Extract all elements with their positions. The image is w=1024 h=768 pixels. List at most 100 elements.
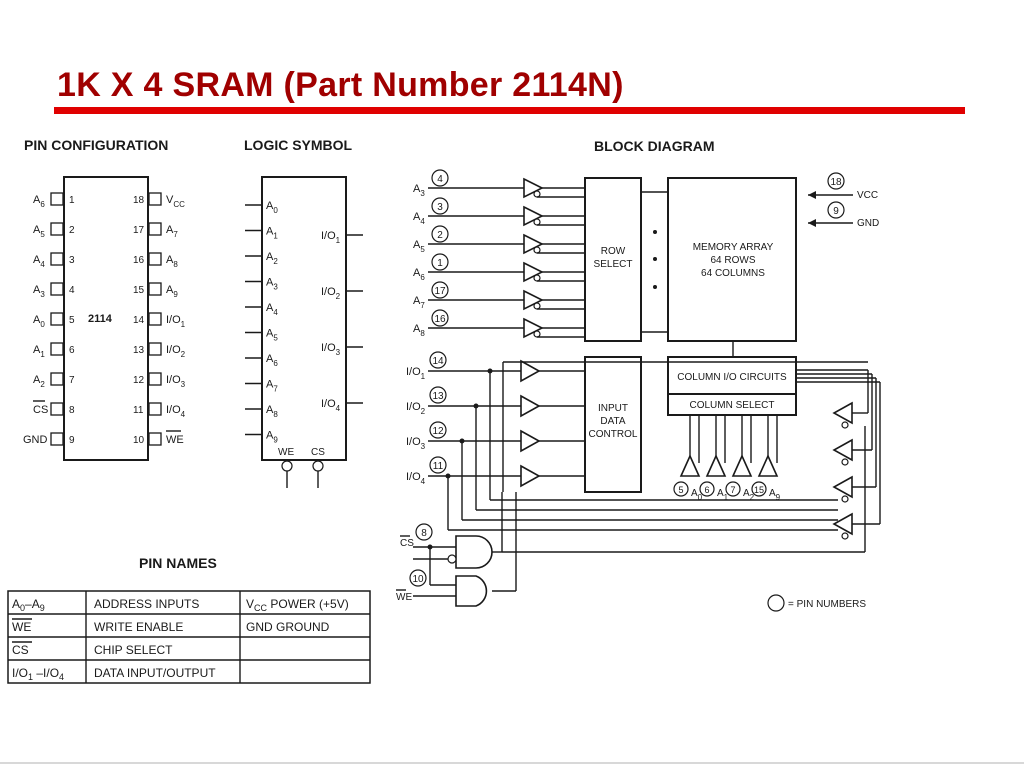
svg-text:14: 14 <box>432 356 444 367</box>
logic-symbol-outputs: I/O1I/O2I/O3I/O4 <box>321 230 363 413</box>
logic-input-A2: A2 <box>245 251 278 266</box>
svg-text:A4: A4 <box>33 254 45 269</box>
svg-text:INPUT: INPUT <box>598 403 628 414</box>
svg-text:WRITE ENABLE: WRITE ENABLE <box>94 620 183 634</box>
svg-text:CS: CS <box>400 538 414 549</box>
svg-text:4: 4 <box>437 174 443 185</box>
svg-text:CONTROL: CONTROL <box>589 429 638 440</box>
svg-text:CHIP SELECT: CHIP SELECT <box>94 643 173 657</box>
svg-text:A6: A6 <box>413 267 425 282</box>
svg-text:18: 18 <box>830 177 842 188</box>
svg-text:A2: A2 <box>266 251 278 266</box>
svg-text:MEMORY ARRAY: MEMORY ARRAY <box>693 242 774 253</box>
svg-text:64 ROWS: 64 ROWS <box>710 255 755 266</box>
svg-text:16: 16 <box>434 314 446 325</box>
svg-text:15: 15 <box>133 285 145 296</box>
address-buffer-A5: A52 <box>413 225 585 255</box>
svg-text:1: 1 <box>69 195 75 206</box>
svg-text:A4: A4 <box>413 211 425 226</box>
svg-text:A7: A7 <box>166 224 178 239</box>
svg-text:2: 2 <box>437 230 443 241</box>
io-buffer-1: I/O1 14 <box>406 351 838 501</box>
pin-number-legend: = PIN NUMBERS <box>788 599 866 610</box>
svg-text:8: 8 <box>69 405 75 416</box>
column-io-block <box>667 356 797 416</box>
address-buffer-A3: A3 4 <box>413 169 585 199</box>
svg-text:9: 9 <box>833 206 839 217</box>
svg-text:11: 11 <box>133 405 144 416</box>
title-underline <box>54 107 965 114</box>
svg-text:17: 17 <box>434 286 446 297</box>
logic-input-A4: A4 <box>245 302 278 317</box>
bottom-rule <box>0 762 1024 764</box>
logic-symbol-box <box>261 176 347 461</box>
svg-text:5: 5 <box>678 485 683 495</box>
logic-we-label: WE <box>278 447 294 458</box>
control-logic: 8 CS 10 WE <box>396 492 517 607</box>
svg-text:6: 6 <box>704 485 709 495</box>
pin-left-8: CS 8 <box>33 400 75 416</box>
output-buffer-1 <box>796 369 869 429</box>
we-and-gate <box>455 575 488 607</box>
svg-text:A5: A5 <box>33 224 45 239</box>
svg-text:A3: A3 <box>33 284 45 299</box>
chip-label: 2114 <box>88 313 113 325</box>
svg-text:A1: A1 <box>33 344 45 359</box>
svg-text:3: 3 <box>437 202 443 213</box>
logic-input-A6: A6 <box>245 353 278 368</box>
logic-output-I/O1: I/O1 <box>321 230 363 245</box>
svg-text:A8: A8 <box>266 404 278 419</box>
svg-text:8: 8 <box>421 528 427 539</box>
svg-text:I/O1: I/O1 <box>406 366 426 381</box>
svg-text:CS: CS <box>33 404 48 416</box>
svg-text:A0: A0 <box>33 314 45 329</box>
address-buffer-A6: A61 <box>413 253 585 283</box>
logic-input-A1: A1 <box>245 226 278 241</box>
row-select-block <box>584 177 642 342</box>
svg-text:CS: CS <box>12 643 29 657</box>
svg-text:I/O1: I/O1 <box>321 230 341 245</box>
svg-text:I/O2: I/O2 <box>166 344 186 359</box>
svg-text:I/O1 –I/O4: I/O1 –I/O4 <box>12 666 64 682</box>
page-title: 1K X 4 SRAM (Part Number 2114N) <box>57 66 624 104</box>
svg-text:ADDRESS INPUTS: ADDRESS INPUTS <box>94 597 199 611</box>
svg-text:64 COLUMNS: 64 COLUMNS <box>701 268 765 279</box>
svg-text:7: 7 <box>69 375 75 386</box>
input-data-control-block <box>584 356 642 493</box>
svg-text:A1: A1 <box>266 226 278 241</box>
svg-text:WE: WE <box>166 434 184 446</box>
svg-text:A5: A5 <box>266 328 278 343</box>
logic-input-A8: A8 <box>245 404 278 419</box>
svg-text:GND: GND <box>23 434 48 446</box>
output-buffer-4 <box>796 381 881 540</box>
svg-text:VCC POWER (+5V): VCC POWER (+5V) <box>246 597 349 613</box>
svg-text:I/O3: I/O3 <box>321 342 341 357</box>
svg-text:A6: A6 <box>266 353 278 368</box>
svg-text:7: 7 <box>730 485 735 495</box>
logic-input-A5: A5 <box>245 328 278 343</box>
output-buffer-3 <box>796 377 877 503</box>
logic-symbol-control: WE CS <box>278 447 325 488</box>
pin-names-row: CS CHIP SELECT <box>12 641 173 657</box>
logic-input-A9: A9 <box>245 430 278 445</box>
svg-text:I/O4: I/O4 <box>166 404 186 419</box>
svg-text:6: 6 <box>69 345 75 356</box>
svg-text:SELECT: SELECT <box>594 259 633 270</box>
svg-text:A3: A3 <box>413 183 425 198</box>
svg-text:I/O4: I/O4 <box>406 471 426 486</box>
svg-text:A0: A0 <box>266 200 278 215</box>
